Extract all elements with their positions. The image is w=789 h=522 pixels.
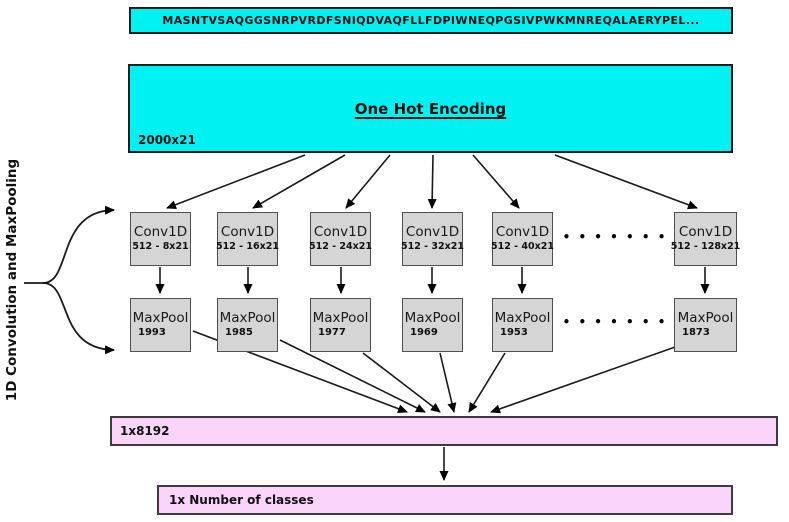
maxpool-label: MaxPool <box>677 310 734 326</box>
maxpool-row-ellipsis: • • • • • • • <box>562 315 668 329</box>
conv1d-label: Conv1D <box>678 224 733 240</box>
conv1d-label: Conv1D <box>313 224 368 240</box>
maxpool-output-size: 1953 <box>500 327 528 338</box>
flatten-vector-bar: 1x8192 <box>110 416 778 446</box>
conv1d-filter-size: 512 - 32x21 <box>401 241 464 252</box>
conv1d-box-4: Conv1D 512 - 32x21 <box>401 212 464 266</box>
one-hot-dimensions: 2000x21 <box>138 133 196 147</box>
maxpool-box-5: MaxPool 1953 <box>492 298 553 352</box>
conv1d-label: Conv1D <box>220 224 275 240</box>
maxpool-box-2: MaxPool 1985 <box>217 298 278 352</box>
maxpool-output-size: 1873 <box>682 327 710 338</box>
protein-sequence-bar: MASNTVSAQGGSNRPVRDFSNIQDVAQFLLFDPIWNEQPG… <box>129 7 733 34</box>
conv1d-box-3: Conv1D 512 - 24x21 <box>309 212 372 266</box>
conv-row-ellipsis: • • • • • • • <box>562 230 668 244</box>
maxpool-label: MaxPool <box>494 310 551 326</box>
maxpool-box-1: MaxPool 1993 <box>130 298 191 352</box>
one-hot-encoding-box: One Hot Encoding 2000x21 <box>128 64 733 153</box>
conv1d-label: Conv1D <box>405 224 460 240</box>
side-label-conv-maxpool: 1D Convolution and MaxPooling <box>4 158 20 402</box>
conv1d-filter-size: 512 - 40x21 <box>491 241 554 252</box>
conv1d-label: Conv1D <box>495 224 550 240</box>
conv1d-box-1: Conv1D 512 - 8x21 <box>130 212 191 266</box>
maxpool-box-6: MaxPool 1873 <box>674 298 737 352</box>
maxpool-label: MaxPool <box>132 310 189 326</box>
maxpool-output-size: 1985 <box>225 327 253 338</box>
conv1d-box-6: Conv1D 512 - 128x21 <box>671 212 740 266</box>
conv1d-label: Conv1D <box>133 224 188 240</box>
maxpool-output-size: 1977 <box>318 327 346 338</box>
maxpool-output-size: 1969 <box>410 327 438 338</box>
conv1d-box-2: Conv1D 512 - 16x21 <box>216 212 279 266</box>
maxpool-label: MaxPool <box>219 310 276 326</box>
conv1d-filter-size: 512 - 24x21 <box>309 241 372 252</box>
conv1d-filter-size: 512 - 16x21 <box>216 241 279 252</box>
one-hot-title: One Hot Encoding <box>354 100 507 118</box>
conv1d-box-5: Conv1D 512 - 40x21 <box>491 212 554 266</box>
maxpool-box-4: MaxPool 1969 <box>402 298 463 352</box>
conv1d-filter-size: 512 - 8x21 <box>132 241 189 252</box>
maxpool-box-3: MaxPool 1977 <box>310 298 371 352</box>
maxpool-label: MaxPool <box>404 310 461 326</box>
output-classes-bar: 1x Number of classes <box>157 485 733 515</box>
brace <box>24 205 115 355</box>
conv1d-filter-size: 512 - 128x21 <box>670 241 741 252</box>
maxpool-output-size: 1993 <box>138 327 166 338</box>
maxpool-label: MaxPool <box>312 310 369 326</box>
